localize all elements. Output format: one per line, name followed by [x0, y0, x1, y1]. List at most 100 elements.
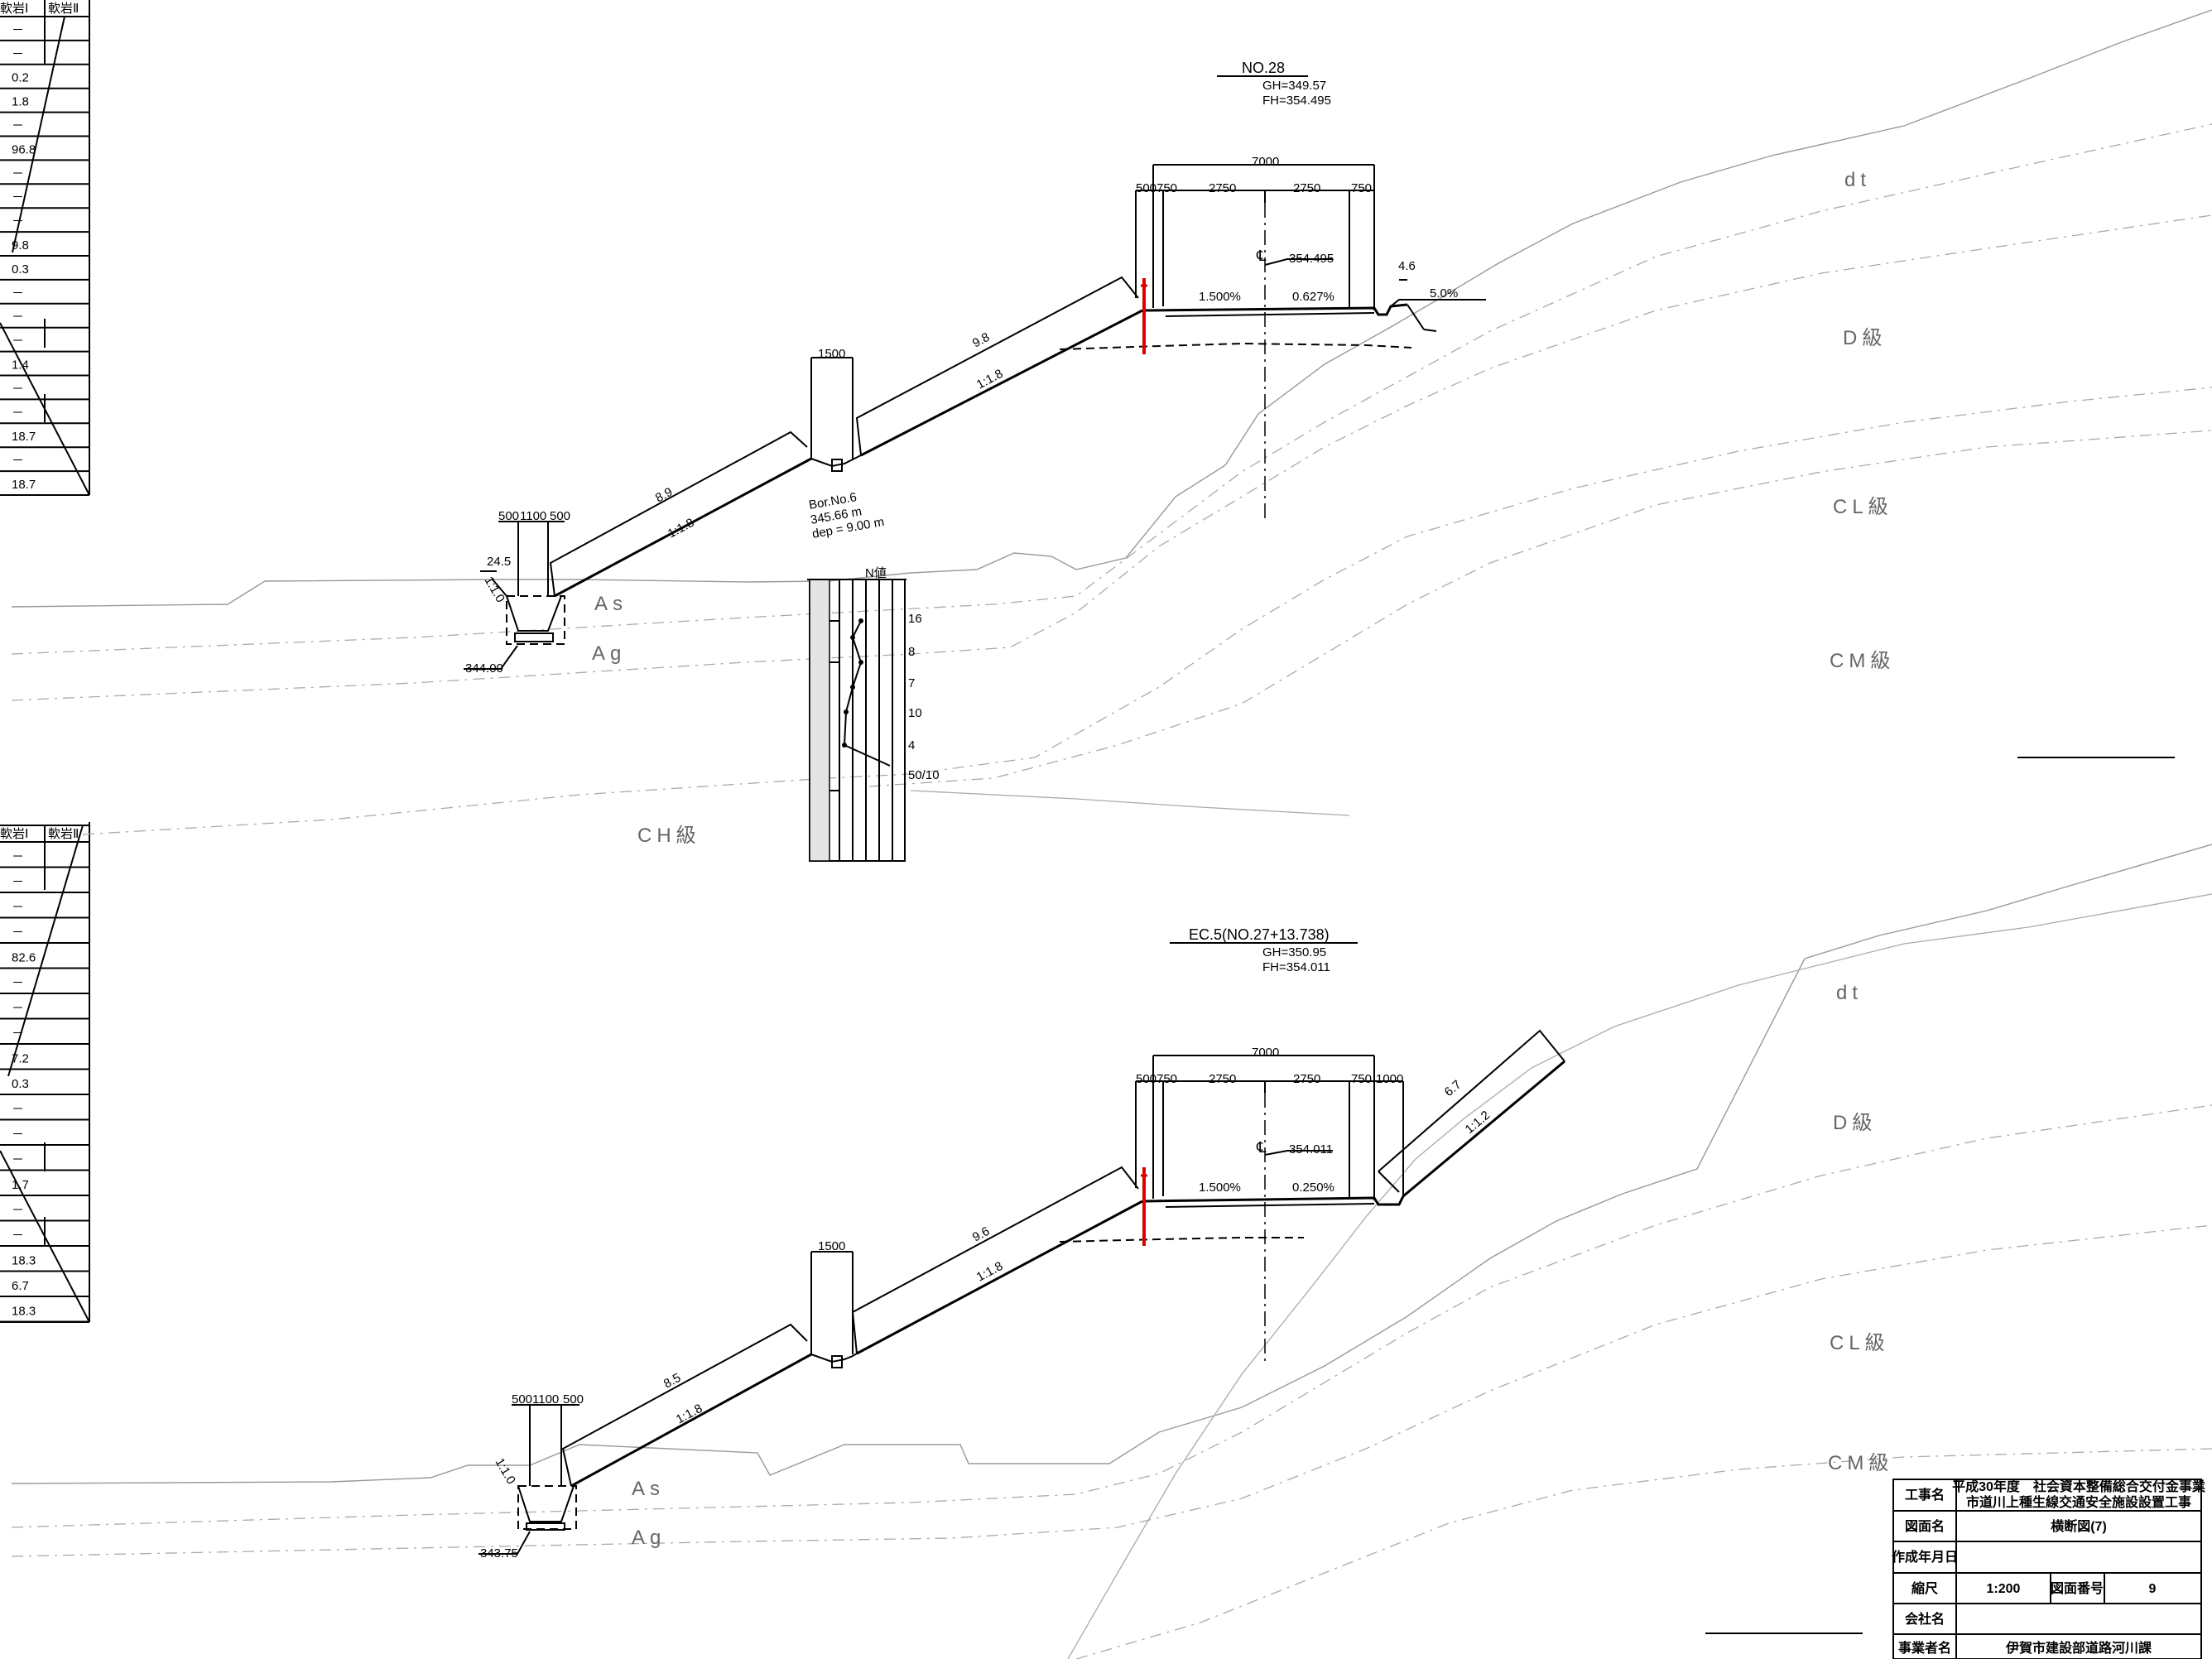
title-project-label: 工事名: [1905, 1487, 1945, 1503]
section1-dim-3: 2750: [1293, 181, 1320, 195]
section2-ditch-ratio: 1:1.0: [493, 1456, 518, 1487]
section2-slope-right: 0.250%: [1292, 1181, 1334, 1195]
table-cell: －: [12, 1204, 24, 1218]
table-cell: －: [12, 334, 24, 349]
boring-n-label: N値: [865, 566, 887, 580]
table-cell: 18.7: [12, 478, 36, 492]
geology-label-d: D級: [1833, 1112, 1877, 1134]
table-cell: 18.3: [12, 1254, 36, 1268]
geology-label-ag: Ag: [592, 642, 626, 665]
section2-upper-slope-ratio: 1:1.8: [974, 1259, 1005, 1285]
table-cell: －: [12, 214, 24, 228]
table-cell: －: [12, 454, 24, 468]
table-cell: －: [12, 119, 24, 133]
title-scale-value: 1:200: [1987, 1582, 2021, 1596]
left-quantity-table-lower: 軟岩Ⅰ 軟岩Ⅱ －－－－82.6－－－7.20.3－－－1.7－－18.36.7…: [0, 822, 90, 1323]
section1-lower-slope-len: 8.9: [653, 485, 675, 506]
table-cell: －: [12, 850, 24, 864]
section1-gh: GH=349.57: [1262, 79, 1326, 93]
title-drawing-label: 図面名: [1905, 1518, 1945, 1534]
boring-n-1: 8: [908, 645, 915, 659]
table-header-2: 軟岩Ⅱ: [48, 2, 79, 16]
section1-dim-4: 750: [1351, 181, 1372, 195]
geology-label-cm: CM級: [1828, 1452, 1893, 1474]
section1-dim-0: 500: [1136, 181, 1156, 195]
geology-label-d: D級: [1843, 327, 1887, 349]
lower-geology-lines: [11, 844, 2212, 1659]
section1-lower-slope-ratio: 1:1.8: [666, 516, 696, 541]
boring-log: [807, 579, 906, 862]
title-drawing-value: 横断図(7): [2051, 1518, 2107, 1534]
section1-shoulder-len: 4.6: [1398, 259, 1416, 273]
section1-ditch-elev: 344.00: [465, 661, 503, 676]
table-cell: 1.7: [12, 1178, 29, 1192]
table-cell: 0.3: [12, 262, 29, 276]
section2-dim-5: 1000: [1376, 1072, 1403, 1086]
section1-cl-symbol: ℄: [1256, 248, 1267, 264]
left-quantity-table-upper: 軟岩Ⅰ 軟岩Ⅱ －－0.21.8－96.8－－－9.80.3－－－1.4－－18…: [0, 0, 90, 496]
section2-lower-slope-ratio: 1:1.8: [674, 1402, 704, 1427]
geology-label-as: As: [594, 593, 628, 615]
table-cell: －: [12, 23, 24, 37]
table-cell: 0.2: [12, 71, 29, 85]
section1-ditch-dim-2: 500: [550, 509, 570, 523]
table-cell: －: [12, 901, 24, 915]
table-cell: 82.6: [12, 951, 36, 965]
lower-section-structure: [478, 1029, 1565, 1555]
section1-ditch-dim-1: 1100: [520, 509, 546, 523]
table-cell: 18.7: [12, 430, 36, 444]
table-header-2: 軟岩Ⅱ: [48, 827, 79, 841]
section1-fh: FH=354.495: [1262, 94, 1331, 108]
table-cell: －: [12, 976, 24, 990]
section1-width-total: 7000: [1252, 155, 1279, 169]
table-cell: －: [12, 1128, 24, 1142]
table-cell: 9.8: [12, 238, 29, 252]
section1-ditch-ratio: 1:1.0: [482, 575, 507, 605]
geology-label-dt: dt: [1844, 169, 1871, 191]
geology-label-ag: Ag: [632, 1527, 666, 1549]
section2-cl-symbol: ℄: [1256, 1139, 1267, 1156]
table-header-1: 軟岩Ⅰ: [0, 827, 28, 841]
section1-slope-left: 1.500%: [1199, 290, 1241, 304]
table-cell: 1.4: [12, 358, 29, 373]
title-number-value: 9: [2149, 1582, 2157, 1596]
section1-name: NO.28: [1242, 60, 1285, 76]
table-cell: －: [12, 1002, 24, 1016]
table-cell: －: [12, 286, 24, 301]
table-cell: －: [12, 190, 24, 204]
section2-bench-width: 1500: [818, 1239, 845, 1253]
section1-ditch-len: 24.5: [487, 555, 511, 569]
boring-n-3: 10: [908, 706, 922, 720]
section2-upper-slope-len: 9.6: [970, 1224, 992, 1245]
geology-label-cl: CL級: [1833, 496, 1893, 518]
section2-center-elev: 354.011: [1289, 1142, 1333, 1156]
section2-cut-ratio: 1:1.2: [1463, 1108, 1493, 1137]
table-cell: 6.7: [12, 1279, 29, 1293]
geology-label-cm: CM級: [1830, 650, 1895, 672]
table-cell: －: [12, 1103, 24, 1117]
section2-ditch-elev: 343.75: [480, 1546, 518, 1560]
section1-bench-width: 1500: [818, 347, 845, 361]
table-cell: －: [12, 166, 24, 180]
table-cell: 96.8: [12, 142, 36, 156]
table-header-1: 軟岩Ⅰ: [0, 2, 28, 16]
section2-ditch-dim-0: 500: [512, 1392, 532, 1407]
section2-dim-4: 750: [1351, 1072, 1372, 1086]
title-company-label: 会社名: [1905, 1611, 1945, 1627]
section2-lower-slope-len: 8.5: [661, 1371, 683, 1392]
section1-shoulder-slope: 5.0%: [1430, 286, 1458, 301]
section2-gh: GH=350.95: [1262, 945, 1326, 959]
geology-label-dt: dt: [1836, 982, 1863, 1004]
table-cell: 0.3: [12, 1077, 29, 1091]
section2-dim-2: 2750: [1209, 1072, 1236, 1086]
geology-label-ch: CH級: [637, 825, 701, 847]
section2-ditch-dim-1: 1100: [532, 1392, 559, 1407]
section2-slope-left: 1.500%: [1199, 1181, 1241, 1195]
title-scale-label: 縮尺: [1911, 1580, 1938, 1596]
section1-dim-2: 2750: [1209, 181, 1236, 195]
boring-n-2: 7: [908, 676, 915, 690]
table-cell: －: [12, 310, 24, 325]
boring-n-0: 16: [908, 612, 922, 626]
upper-section-structure: [464, 164, 1486, 670]
